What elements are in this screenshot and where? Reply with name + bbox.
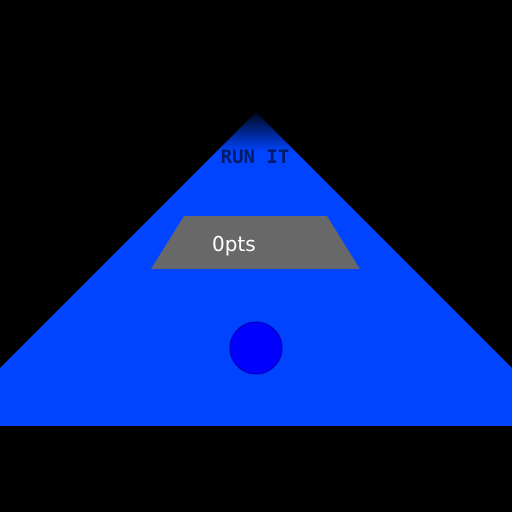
score-value: 0 — [212, 232, 225, 256]
score-unit: pts — [225, 232, 256, 256]
player-ball-icon[interactable] — [229, 321, 283, 375]
score-panel — [151, 216, 360, 269]
game-title: RUN IT — [221, 146, 290, 168]
score-display: 0pts — [212, 232, 256, 256]
horizon-fade — [200, 108, 312, 152]
